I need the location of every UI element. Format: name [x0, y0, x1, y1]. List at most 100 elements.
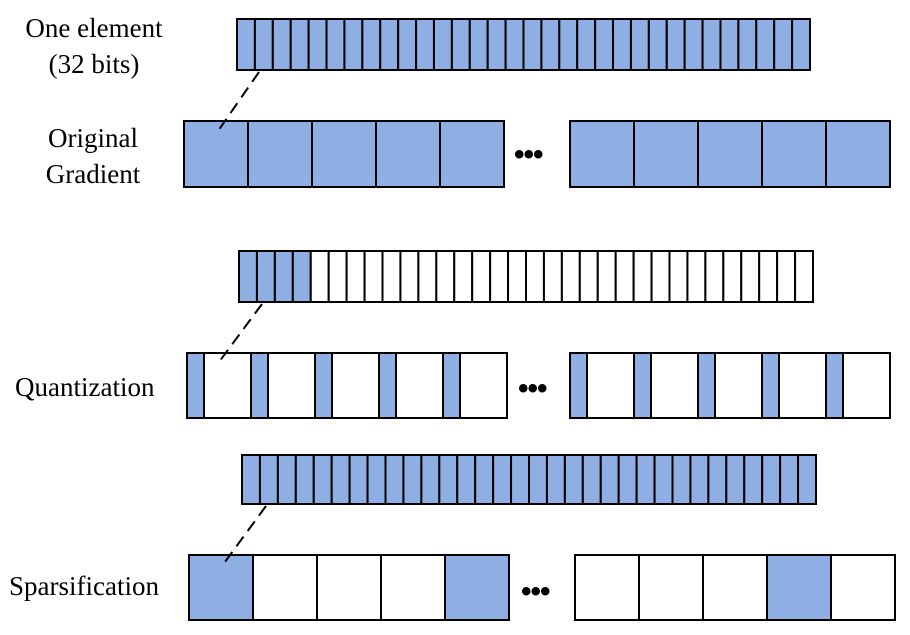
gradient-element: [638, 554, 704, 621]
bit-cell: [761, 454, 782, 505]
quantized-bits: [697, 352, 716, 419]
label-original-line1: Original: [48, 123, 138, 153]
bit-cell: [668, 250, 689, 303]
bit-cell: [486, 18, 507, 71]
gradient-element: [569, 120, 635, 188]
bit-cell: [379, 18, 400, 71]
bit-cell: [581, 454, 602, 505]
gradient-element: [761, 120, 827, 188]
gradient-element: [375, 120, 441, 188]
bit-cell: [629, 18, 650, 71]
bit-cell: [327, 250, 348, 303]
quantized-bits: [250, 352, 269, 419]
bit-cell: [779, 454, 800, 505]
bit-cell: [489, 250, 510, 303]
bit-cell: [309, 250, 330, 303]
bit-cell: [683, 18, 704, 71]
gradient-element: [252, 554, 318, 621]
connector-line: [217, 71, 260, 132]
bit-cell: [348, 454, 369, 505]
bit-cell: [468, 18, 489, 71]
bit-cell: [737, 18, 758, 71]
bit-cell: [435, 250, 456, 303]
bit-cell: [776, 250, 797, 303]
bit-cell: [415, 18, 435, 71]
bit-cell: [719, 18, 740, 71]
bit-cell: [294, 454, 315, 505]
bit-cell: [238, 250, 258, 303]
gradient-element: [380, 554, 446, 621]
quantized-bits: [442, 352, 461, 419]
bit-cell: [599, 454, 620, 505]
gradient-element: [702, 554, 768, 621]
bit-cell: [361, 18, 382, 71]
bit-cell: [647, 18, 668, 71]
connector-line: [221, 505, 267, 567]
bit-cell: [450, 18, 471, 71]
bit-cell: [312, 454, 333, 505]
bit-cell: [384, 454, 405, 505]
bit-cell: [276, 454, 297, 505]
bit-cell: [614, 250, 635, 303]
bit-cell: [363, 250, 384, 303]
bit-cell: [330, 454, 351, 505]
bit-cell: [504, 18, 525, 71]
bit-cell: [612, 18, 632, 71]
gradient-element: [830, 554, 896, 621]
bit-cell: [791, 18, 811, 71]
bit-cell: [366, 454, 387, 505]
bit-cell: [689, 454, 710, 505]
bit-cell: [510, 454, 530, 505]
bit-cell: [758, 250, 779, 303]
bit-cell: [740, 250, 761, 303]
bit-cell: [701, 18, 722, 71]
label-sparsification: Sparsification: [9, 571, 159, 601]
gradient-element: [766, 554, 832, 621]
bit-cell: [653, 454, 674, 505]
bit-cell: [289, 18, 310, 71]
bit-cell: [343, 18, 364, 71]
label-original-gradient: Original Gradient: [10, 120, 176, 192]
gradient-element: [633, 120, 699, 188]
bit-cell: [722, 250, 743, 303]
quantized-bits: [633, 352, 652, 419]
bit-cell: [794, 250, 814, 303]
bit-cell: [273, 250, 294, 303]
ellipsis-quantization: •••: [518, 372, 547, 405]
bit-cell: [291, 250, 312, 303]
bit-cell: [507, 250, 527, 303]
bit-cell: [576, 18, 597, 71]
gradient-element: [697, 120, 763, 188]
bit-cell: [596, 250, 617, 303]
gradient-element: [439, 120, 505, 188]
quantized-bits: [569, 352, 588, 419]
gradient-element: [311, 120, 377, 188]
bit-cell: [420, 454, 441, 505]
gradient-element: [188, 554, 254, 621]
bit-cell: [381, 250, 402, 303]
bit-cell: [686, 250, 707, 303]
label-one-element: One element (32 bits): [8, 10, 180, 82]
gradient-element: [247, 120, 313, 188]
bit-cell: [797, 454, 817, 505]
bit-cell: [563, 454, 584, 505]
bit-cell: [560, 250, 581, 303]
bit-cell: [345, 250, 366, 303]
bit-cell: [540, 18, 561, 71]
label-quantization: Quantization: [15, 372, 155, 402]
bit-cell: [397, 18, 418, 71]
gradient-element: [574, 554, 640, 621]
bit-cell: [402, 454, 423, 505]
bit-cell: [528, 454, 548, 505]
bit-cell: [542, 250, 563, 303]
bit-cell: [399, 250, 420, 303]
gradient-element: [183, 120, 249, 188]
bit-cell: [725, 454, 746, 505]
bit-cell: [453, 250, 474, 303]
bit-cell: [522, 18, 543, 71]
bit-cell: [665, 18, 686, 71]
bit-cell: [773, 18, 794, 71]
bit-cell: [417, 250, 438, 303]
